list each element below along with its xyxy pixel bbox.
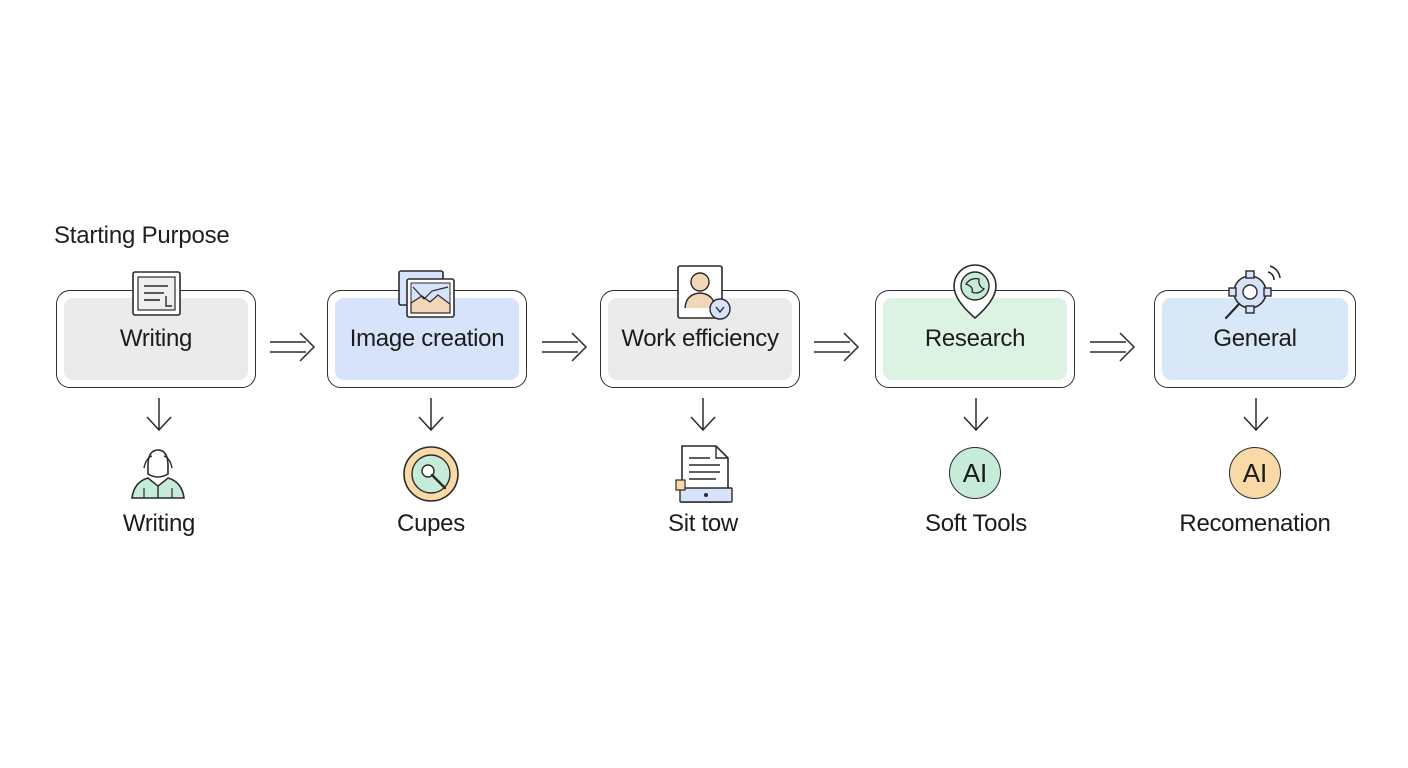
down-arrow-icon xyxy=(1243,398,1269,432)
person-icon xyxy=(131,449,185,499)
profile-download-icon xyxy=(677,265,731,320)
flow-arrow-icon xyxy=(542,332,588,362)
target-brush-icon xyxy=(403,446,459,502)
flow-arrow-icon xyxy=(1090,332,1136,362)
output-label: Writing xyxy=(122,510,196,537)
location-pin-icon xyxy=(953,264,997,320)
file-tablet-icon xyxy=(675,445,733,503)
down-arrow-icon xyxy=(418,398,444,432)
output-label: Sit tow xyxy=(668,510,738,537)
diagram-title: Starting Purpose xyxy=(54,222,230,249)
step-label: Work efficiency xyxy=(621,325,779,352)
document-icon xyxy=(132,271,181,316)
output-label: Recomenation xyxy=(1179,510,1331,537)
step-card-work-efficiency: Work efficiency xyxy=(600,290,800,388)
step-label: General xyxy=(1213,325,1297,352)
flow-arrow-icon xyxy=(270,332,316,362)
gear-signal-icon xyxy=(1224,265,1281,320)
step-label: Research xyxy=(924,325,1026,352)
step-label: Writing xyxy=(119,325,193,352)
down-arrow-icon xyxy=(146,398,172,432)
image-gallery-icon xyxy=(398,270,455,318)
down-arrow-icon xyxy=(963,398,989,432)
down-arrow-icon xyxy=(690,398,716,432)
step-label: Image creation xyxy=(349,325,505,352)
output-label: Cupes xyxy=(397,510,465,537)
flow-arrow-icon xyxy=(814,332,860,362)
ai-badge: AI xyxy=(1229,447,1281,499)
output-label: Soft Tools xyxy=(925,510,1027,537)
ai-badge: AI xyxy=(949,447,1001,499)
